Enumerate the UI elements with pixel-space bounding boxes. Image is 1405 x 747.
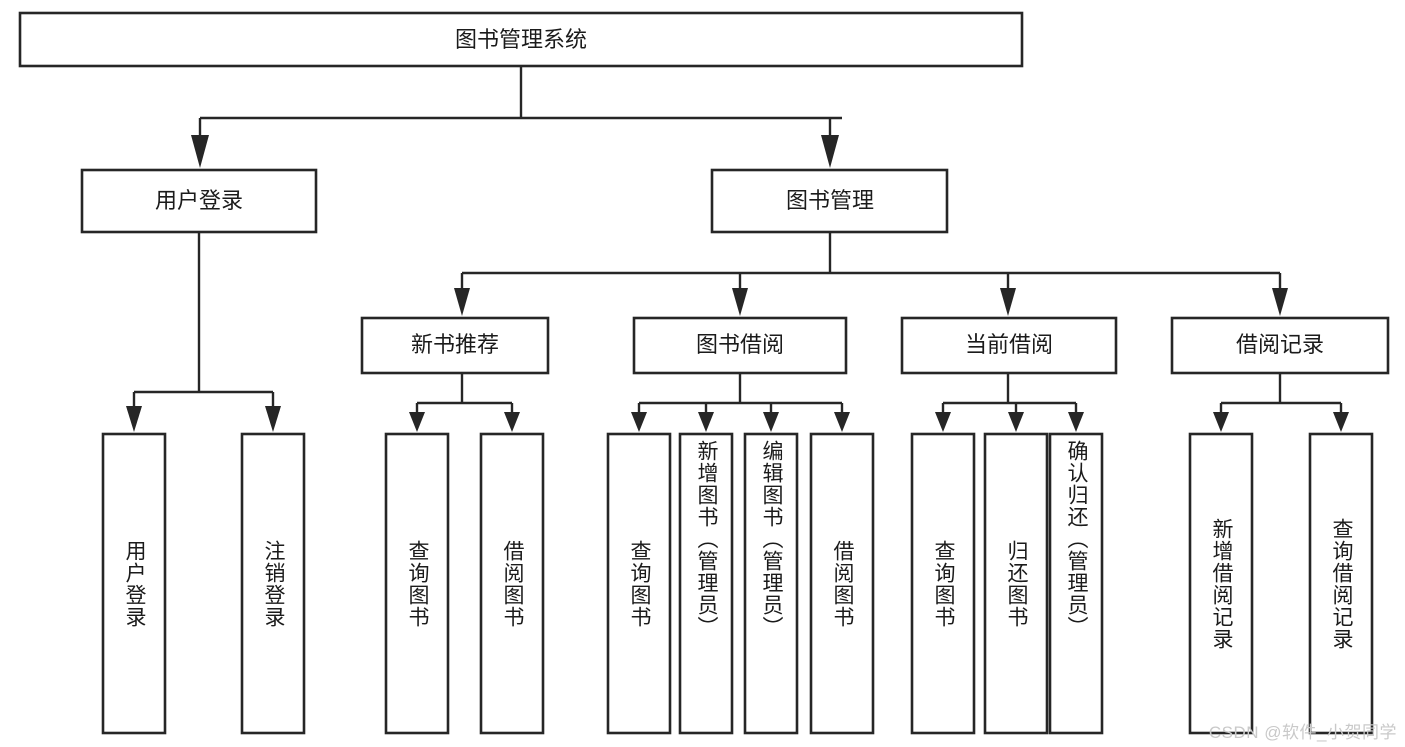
connector-group-root — [191, 66, 842, 168]
arrow-head-book-borrow — [732, 288, 748, 316]
arrow-head-leaf-edit-book — [763, 412, 779, 432]
node-borrow-record-label: 借阅记录 — [1236, 332, 1324, 357]
leaf-box-query-book-2[interactable] — [606, 432, 672, 735]
node-current-borrow-label: 当前借阅 — [965, 332, 1053, 357]
connector-group-new-book-rec — [409, 373, 520, 432]
node-book-borrow[interactable]: 图书借阅 — [632, 316, 848, 375]
node-user-login-box[interactable] — [80, 168, 318, 234]
arrow-head-leaf-query-book-1 — [409, 412, 425, 432]
leaf-box-borrow-book-2[interactable] — [809, 432, 875, 735]
node-current-borrow-box[interactable] — [900, 316, 1118, 375]
arrow-head-leaf-query-book-2 — [631, 412, 647, 432]
connector-group-book-borrow — [631, 373, 850, 432]
arrow-head-leaf-borrow-book-1 — [504, 412, 520, 432]
arrow-head-user-login — [191, 135, 209, 168]
arrow-head-book-mgmt — [821, 135, 839, 168]
node-user-login-label: 用户登录 — [155, 188, 243, 213]
node-root-system-label: 图书管理系统 — [455, 27, 587, 52]
arrow-head-leaf-add-record — [1213, 412, 1229, 432]
node-book-management-box[interactable] — [710, 168, 949, 234]
node-root-system[interactable]: 图书管理系统 — [18, 11, 1024, 68]
leaf-box-user-login[interactable] — [101, 432, 167, 735]
arrow-head-leaf-user-login — [126, 406, 142, 432]
arrow-head-leaf-logout — [265, 406, 281, 432]
arrow-head-leaf-query-record — [1333, 412, 1349, 432]
leaf-box-query-book-3[interactable] — [910, 432, 976, 735]
leaf-box-logout[interactable] — [240, 432, 306, 735]
arrow-head-new-book-rec — [454, 288, 470, 316]
node-borrow-record-box[interactable] — [1170, 316, 1390, 375]
connector-group-book-mgmt — [454, 232, 1288, 316]
leaf-box-borrow-book-1[interactable] — [479, 432, 545, 735]
node-new-book-recommend-box[interactable] — [360, 316, 550, 375]
arrow-head-borrow-record — [1272, 288, 1288, 316]
leaf-box-edit-book[interactable] — [743, 432, 799, 735]
csdn-watermark: CSDN @软件_小贺同学 — [1208, 723, 1397, 742]
leaf-box-return-book[interactable] — [983, 432, 1049, 735]
leaf-box-add-borrow-record[interactable] — [1188, 432, 1254, 735]
node-borrow-record[interactable]: 借阅记录 — [1170, 316, 1390, 375]
node-new-book-recommend-label: 新书推荐 — [411, 332, 499, 357]
node-root-system-box[interactable] — [18, 11, 1024, 68]
leaf-box-query-book-1[interactable] — [384, 432, 450, 735]
node-book-borrow-label: 图书借阅 — [696, 332, 784, 357]
arrow-head-current-borrow — [1000, 288, 1016, 316]
node-new-book-recommend[interactable]: 新书推荐 — [360, 316, 550, 375]
arrow-head-leaf-return-book — [1008, 412, 1024, 432]
leaf-box-query-borrow-record[interactable] — [1308, 432, 1374, 735]
leaf-node-boxes — [101, 432, 1374, 735]
arrow-head-leaf-borrow-book-2 — [834, 412, 850, 432]
node-current-borrow[interactable]: 当前借阅 — [900, 316, 1118, 375]
arrow-head-leaf-confirm-return — [1068, 412, 1084, 432]
connector-group-user-login — [126, 232, 281, 432]
leaf-box-confirm-return[interactable] — [1048, 432, 1104, 735]
connector-group-current-borrow — [935, 373, 1084, 432]
arrow-head-leaf-add-book — [698, 412, 714, 432]
node-book-management-label: 图书管理 — [786, 188, 874, 213]
connector-group-borrow-record — [1213, 373, 1349, 432]
node-book-management[interactable]: 图书管理 — [710, 168, 949, 234]
node-book-borrow-box[interactable] — [632, 316, 848, 375]
node-user-login[interactable]: 用户登录 — [80, 168, 318, 234]
arrow-head-leaf-query-book-3 — [935, 412, 951, 432]
leaf-box-add-book[interactable] — [678, 432, 734, 735]
